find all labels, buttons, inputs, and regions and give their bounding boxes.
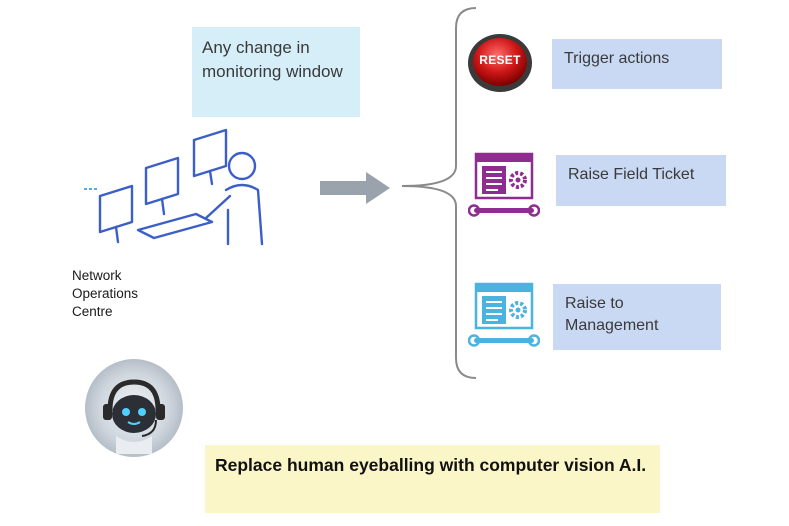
- raise-to-management-box: Raise to Management: [553, 284, 721, 350]
- ai-vision-text: Replace human eyeballing with computer v…: [215, 455, 647, 475]
- trigger-actions-label: Trigger actions: [564, 50, 670, 67]
- raise-field-ticket-box: Raise Field Ticket: [556, 155, 726, 206]
- monitoring-change-callout: Any change in monitoring window: [192, 27, 360, 117]
- flow-arrow-icon: [320, 172, 390, 204]
- raise-to-management-label: Raise to Management: [565, 295, 659, 334]
- management-gear-icon: [468, 282, 540, 347]
- raise-field-ticket-label: Raise Field Ticket: [568, 166, 695, 183]
- monitoring-change-text: Any change in monitoring window: [202, 38, 343, 81]
- ai-vision-banner: Replace human eyeballing with computer v…: [205, 445, 660, 513]
- actions-bracket: [401, 7, 477, 379]
- ticket-gear-icon: [468, 152, 540, 217]
- reset-label: RESET: [479, 53, 521, 67]
- trigger-actions-box: Trigger actions: [552, 39, 722, 89]
- noc-label: Network Operations Centre: [72, 268, 139, 319]
- noc-operator-icon: [84, 128, 264, 246]
- reset-button-icon: RESET: [466, 32, 534, 94]
- ai-robot-icon: [85, 359, 183, 457]
